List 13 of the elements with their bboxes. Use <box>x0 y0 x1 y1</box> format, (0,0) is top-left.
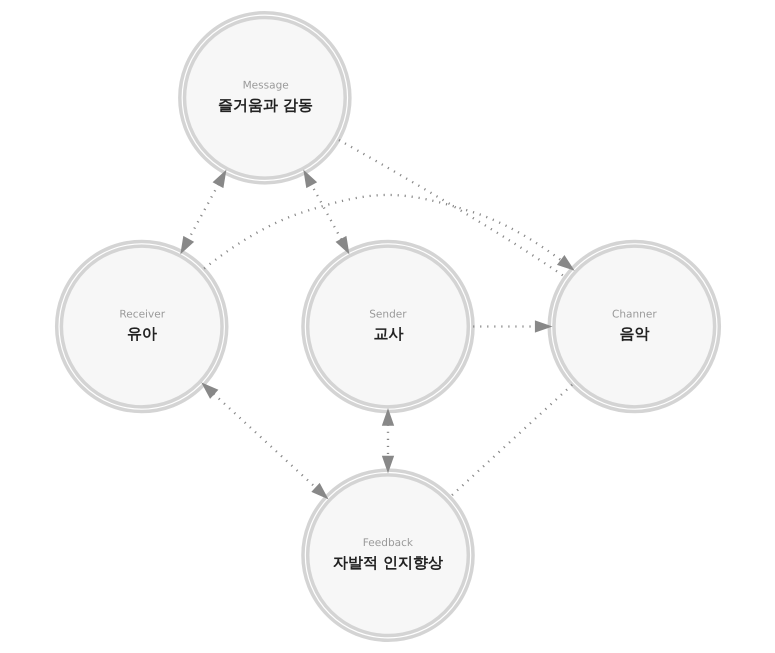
connector <box>448 384 572 498</box>
arrow <box>302 170 349 254</box>
node-circle: Receiver 유아 <box>54 240 228 414</box>
arrow <box>200 382 328 500</box>
node-circle: Channer 음악 <box>547 240 721 414</box>
node-circle: Message 즐거움과 감동 <box>178 11 352 185</box>
arrow <box>472 320 552 333</box>
connector <box>338 138 566 278</box>
arrow <box>180 170 226 254</box>
node-circle: Sender 교사 <box>300 240 474 414</box>
arrow <box>202 194 574 271</box>
arrow <box>381 408 394 474</box>
node-circle: Feedback 자발적 인지향상 <box>300 468 474 642</box>
